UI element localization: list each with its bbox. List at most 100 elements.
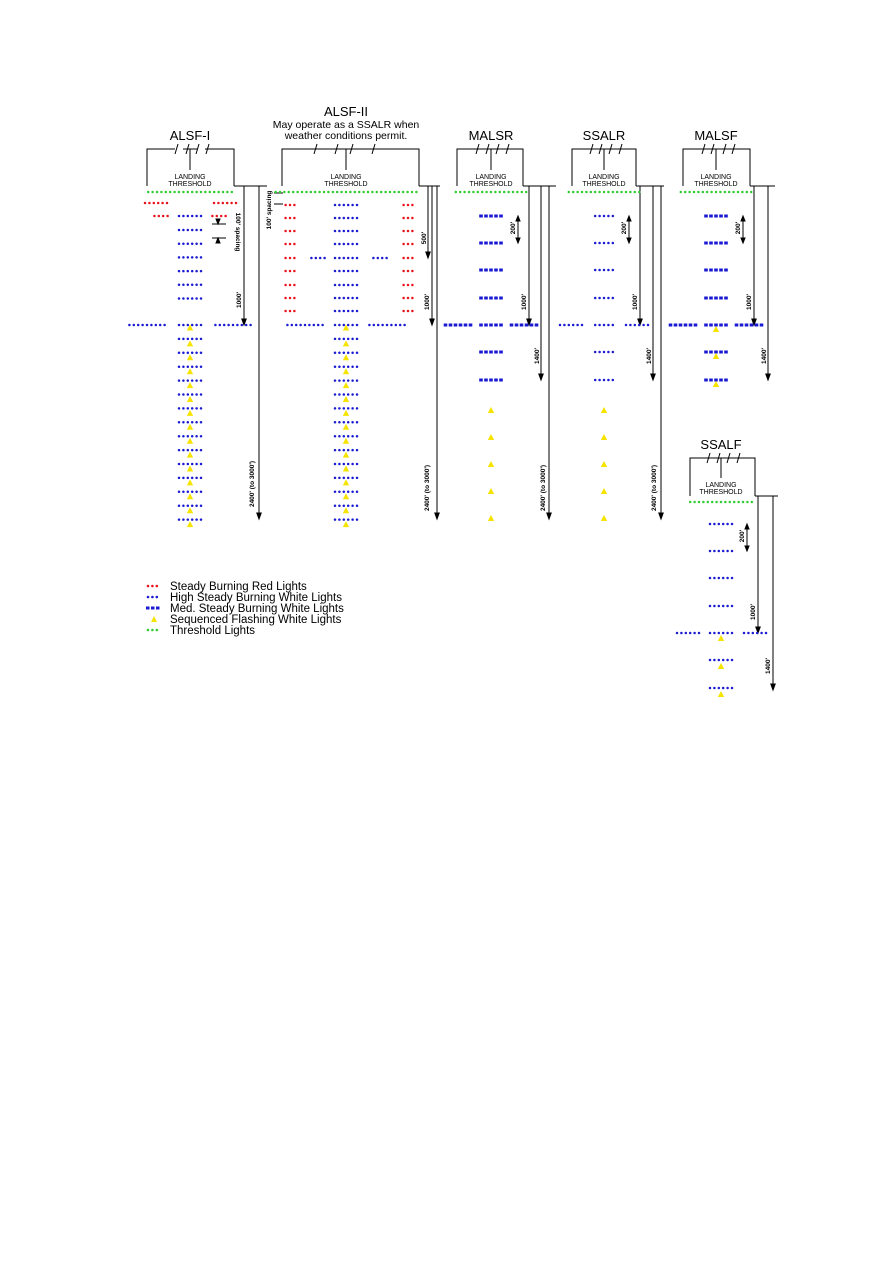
alsf1-centerline-row-dot xyxy=(182,365,185,368)
ssalr-1000-label: 1000' xyxy=(632,294,639,310)
alsf1-red-wingbar-left-dot xyxy=(156,201,160,205)
ssalr-centerline-bar-dot xyxy=(607,323,610,327)
alsf2-centerline-row-dot xyxy=(346,421,350,424)
legend-label-med: Med. Steady Burning White Lights xyxy=(170,603,344,615)
alsf1-crossbar-right-dot xyxy=(231,323,235,327)
alsf2-centerline-row-dot xyxy=(346,490,350,494)
alsf2-threshold-lights-dot xyxy=(340,190,343,194)
alsf2-crossbar-right-dot xyxy=(398,323,402,327)
alsf1-2400-label: 2400' (to 3000') xyxy=(249,461,256,507)
alsf1-centerline-row-dot xyxy=(186,434,190,438)
ssalr-crossbar-left-dot xyxy=(571,323,575,327)
alsf2-threshold-lights-dot xyxy=(375,190,379,194)
alsf1-centerline-row-dot xyxy=(190,518,194,521)
alsf2-crossbar-left-dot xyxy=(316,323,320,327)
malsf-threshold-lights-dot xyxy=(727,190,731,194)
alsf1-centerline-row-dot xyxy=(177,421,181,424)
alsf2-centerline-row-dot xyxy=(342,476,346,480)
alsf2-threshold-lights-dot xyxy=(410,190,414,194)
malsr-centerline-bar-dash xyxy=(484,323,488,327)
alsf1-centerline-row-dot xyxy=(195,504,198,507)
alsf2-threshold-lights-dot xyxy=(384,190,387,194)
ssalf-crossbar-right-dot xyxy=(751,631,755,635)
alsf1-centerline-row-dot xyxy=(186,214,190,218)
ssalf-centerline-bar-dot xyxy=(713,631,716,635)
alsf2-centerline-row-dot xyxy=(346,323,350,327)
malsr-threshold-lights-dot xyxy=(489,190,493,194)
alsf2-flasher xyxy=(342,340,350,347)
alsf1-centerline-row-dot xyxy=(186,256,190,259)
alsf2-centerline-row-dot xyxy=(338,203,341,207)
malsf-centerline-bar-dash xyxy=(714,350,718,354)
alsf1-centerline-row xyxy=(177,283,203,287)
alsf2-red-bar-right-dot xyxy=(406,296,410,300)
alsf2-crossbar-left-dot xyxy=(308,323,311,327)
malsf-centerline-bar-dash xyxy=(724,323,728,327)
ssalf-centerline-bar-dot xyxy=(730,658,734,662)
ssalf-centerline-bar-dot xyxy=(708,658,712,662)
alsf1-centerline-row-dot xyxy=(186,242,190,245)
alsf1-red-row-left-dot xyxy=(153,214,156,218)
alsf2-centerline-row-dot xyxy=(342,393,346,396)
alsf2-spacing-label: 100' spacing xyxy=(266,191,273,230)
alsf2-centerline-row xyxy=(333,337,359,341)
ssalr-centerline-bar-dot xyxy=(598,214,601,218)
alsf2-centerline-row-dot xyxy=(351,351,354,355)
alsf2-red-bar-left xyxy=(284,216,296,220)
legend-swatch-red xyxy=(155,584,159,588)
ssalr-threshold-lights-dot xyxy=(567,190,571,194)
malsr-centerline-bar-dash xyxy=(489,378,493,382)
alsf2-red-bar-right-dot xyxy=(406,203,410,207)
ssalr-flasher xyxy=(600,434,608,440)
alsf2-centerline-row-dot xyxy=(333,242,337,246)
legend-swatch-red xyxy=(151,584,154,588)
alsf2-flasher xyxy=(342,409,350,416)
ssalf-crossbar-right-dot xyxy=(755,631,759,635)
alsf2-centerline-row xyxy=(333,434,359,438)
malsf-crossbar-right xyxy=(734,323,764,327)
ssalf-centerline-bar-dot xyxy=(726,604,729,608)
ssalf-centerline-bar-dot xyxy=(726,658,729,662)
legend-swatch-threshold xyxy=(151,628,154,632)
ssalr-centerline-bar-dot xyxy=(602,296,606,300)
alsf2-threshold-lights-dot xyxy=(362,190,365,194)
alsf2-centerline-row-dot xyxy=(351,379,354,382)
alsf2-centerline-row-dot xyxy=(333,379,337,382)
malsr-threshold-lights-dot xyxy=(524,190,528,194)
alsf1-centerline-row-dot xyxy=(199,518,203,521)
legend-swatch-threshold xyxy=(146,628,150,632)
malsr-centerline-bar-dash xyxy=(484,268,488,272)
alsf2-centerline-row-dot xyxy=(338,256,341,260)
alsf2-red-bar-left xyxy=(284,283,296,287)
malsr-centerline-bar-dash xyxy=(499,378,503,382)
alsf2-centerline-row xyxy=(333,323,359,327)
alsf1-centerline-row xyxy=(177,228,203,232)
alsf2-red-bar-right-dot xyxy=(406,283,410,287)
alsf1-centerline-row-dot xyxy=(190,448,194,452)
alsf1-centerline-row-dot xyxy=(182,228,185,232)
alsf2-centerline-row-dot xyxy=(346,351,350,355)
ssalr-centerline-bar-dot xyxy=(607,268,610,272)
alsf2-red-bar-right-dot xyxy=(406,229,410,233)
ssalf-centerline-bar-dot xyxy=(721,686,725,690)
alsf2-flasher xyxy=(342,396,350,402)
alsf2-centerline-row-dot xyxy=(333,434,337,438)
ssalr-threshold-lights-dot xyxy=(580,190,584,194)
ssalf-crossbar-left-dot xyxy=(693,631,696,635)
alsf2-threshold-lights-dot xyxy=(331,190,335,194)
alsf2-centerline-row-dot xyxy=(355,490,359,494)
malsf-centerline-bar xyxy=(704,268,728,272)
alsf2-threshold-lights-dot xyxy=(357,190,361,194)
alsf1-centerline-row-dot xyxy=(190,323,194,327)
malsr-crossbar-left xyxy=(443,323,473,327)
ssalf-centerline-bar-dot xyxy=(713,658,716,662)
ssalf-centerline-bar-dot xyxy=(730,549,734,553)
alsf2-centerline-row-dot xyxy=(333,421,337,424)
malsr-centerline-bar xyxy=(479,214,503,218)
alsf2-centerline-row-dot xyxy=(338,351,341,355)
ssalf-centerline-bar-dot xyxy=(730,686,734,690)
alsf2-centerline-row-dot xyxy=(338,337,341,341)
alsf1-centerline-row-dot xyxy=(177,323,181,327)
alsf2-centerline-row-dot xyxy=(333,216,337,220)
alsf2-centerline-row-dot xyxy=(346,269,350,273)
